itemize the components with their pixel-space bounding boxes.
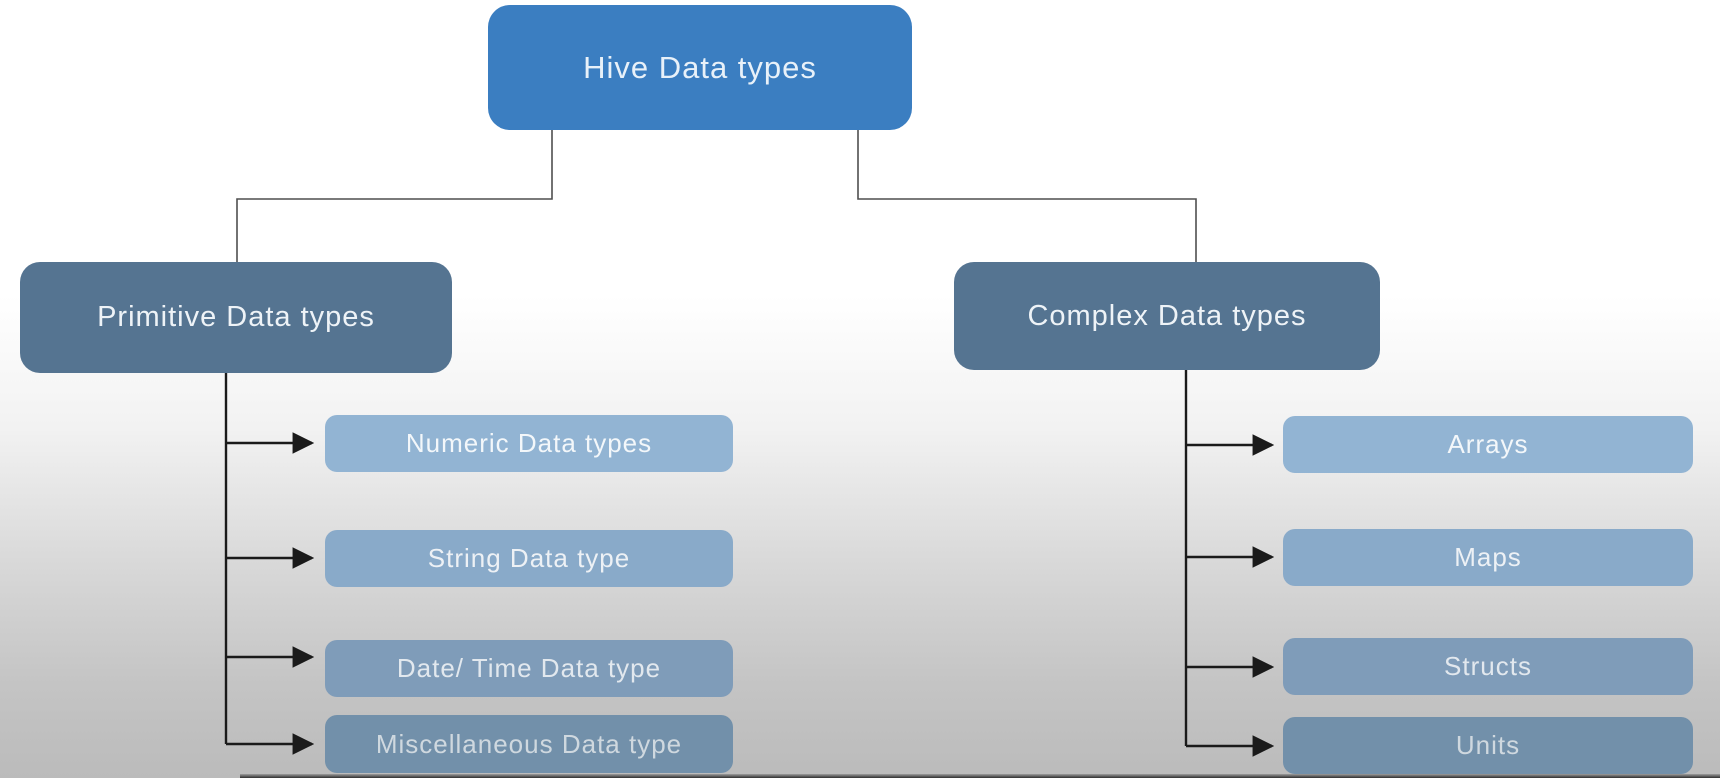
node-primitive-data-types: Primitive Data types: [20, 262, 452, 373]
complex-children-bracket: [1184, 370, 1275, 757]
node-maps: Maps: [1283, 529, 1693, 586]
primitive-children-bracket: [224, 373, 315, 755]
node-arrays: Arrays: [1283, 416, 1693, 473]
node-miscellaneous-data-type: Miscellaneous Data type: [325, 715, 733, 773]
node-units: Units: [1283, 717, 1693, 774]
root-to-primitive-connector: [236, 130, 553, 262]
node-complex-data-types: Complex Data types: [954, 262, 1380, 370]
node-string-data-type: String Data type: [325, 530, 733, 587]
node-hive-data-types: Hive Data types: [488, 5, 912, 130]
bottom-edge-bar: [240, 774, 1720, 778]
node-date-time-data-type: Date/ Time Data type: [325, 640, 733, 697]
root-to-complex-connector: [857, 130, 1197, 262]
node-numeric-data-types: Numeric Data types: [325, 415, 733, 472]
node-structs: Structs: [1283, 638, 1693, 695]
